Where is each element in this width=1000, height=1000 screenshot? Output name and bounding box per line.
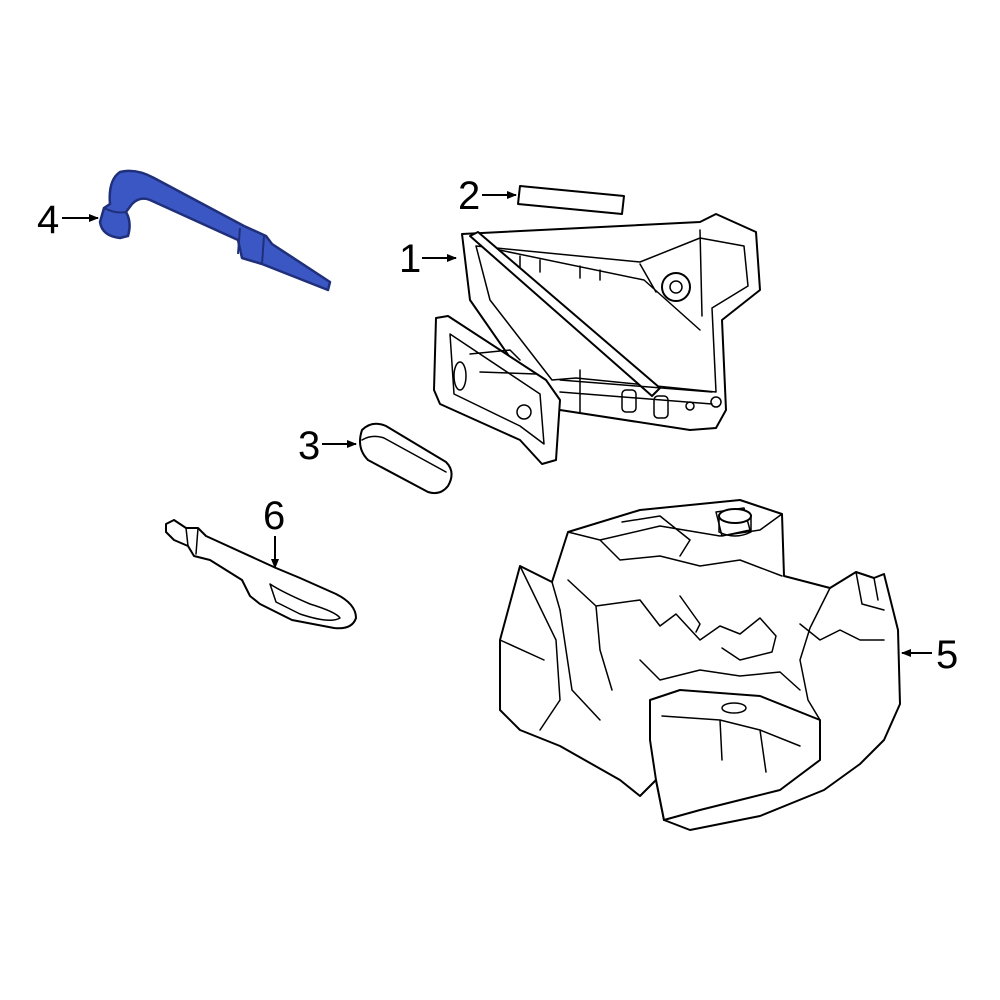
pad-body (359, 422, 453, 495)
jack-pivot-inner (669, 280, 683, 294)
callout-4: 4 (37, 198, 99, 242)
callout-5: 5 (901, 633, 958, 677)
tray-post-side (718, 515, 752, 537)
jack-rivet-a (685, 401, 695, 411)
label-part[interactable] (517, 185, 625, 215)
pad-part[interactable] (359, 422, 453, 495)
jack-side-inner (449, 333, 545, 445)
callout-1-number: 1 (399, 237, 421, 281)
callout-4-number: 4 (37, 198, 59, 242)
jack-part[interactable] (433, 213, 761, 465)
tow-hook-shaft (165, 519, 357, 630)
jack-slot-b (653, 395, 669, 419)
lug-wrench-socket-edge (103, 207, 127, 214)
tray-top-structure (567, 507, 783, 577)
jack-frame-lines (479, 229, 703, 331)
tray-front-hole (721, 702, 747, 714)
label-plate (517, 185, 625, 215)
tray-right-flap (855, 571, 885, 611)
jack-rivet-b (710, 396, 722, 408)
callout-3: 3 (298, 424, 357, 468)
lug-wrench-shape (98, 169, 332, 292)
tow-hook-thread (185, 527, 199, 555)
callout-5-number: 5 (936, 633, 958, 677)
jack-side-slot (453, 361, 467, 391)
lug-wrench-part[interactable] (98, 169, 332, 292)
callout-2-number: 2 (458, 174, 480, 218)
jack-wall-detail (469, 349, 537, 375)
jack-side-hole (516, 404, 532, 420)
jack-side-wall (433, 315, 561, 465)
tray-inner-ribs (559, 579, 885, 721)
tow-hook-eye (269, 583, 341, 621)
callout-6-number: 6 (263, 494, 285, 538)
tray-front-block (649, 689, 821, 821)
callout-2: 2 (458, 174, 517, 218)
callout-6: 6 (263, 494, 285, 569)
storage-tray-part[interactable] (499, 499, 901, 831)
pad-top-edge (361, 435, 447, 473)
lug-wrench-collar-edge (237, 227, 265, 265)
callout-3-number: 3 (298, 424, 320, 468)
tow-hook-part[interactable] (165, 519, 357, 630)
tray-front-detail (661, 715, 801, 773)
callout-1: 1 (399, 237, 457, 281)
jack-base-inner (475, 237, 749, 393)
jack-slot-a (621, 389, 637, 413)
tray-left-flap (499, 565, 561, 731)
tray-center-post (718, 508, 752, 524)
jack-pivot-outer (661, 272, 691, 302)
